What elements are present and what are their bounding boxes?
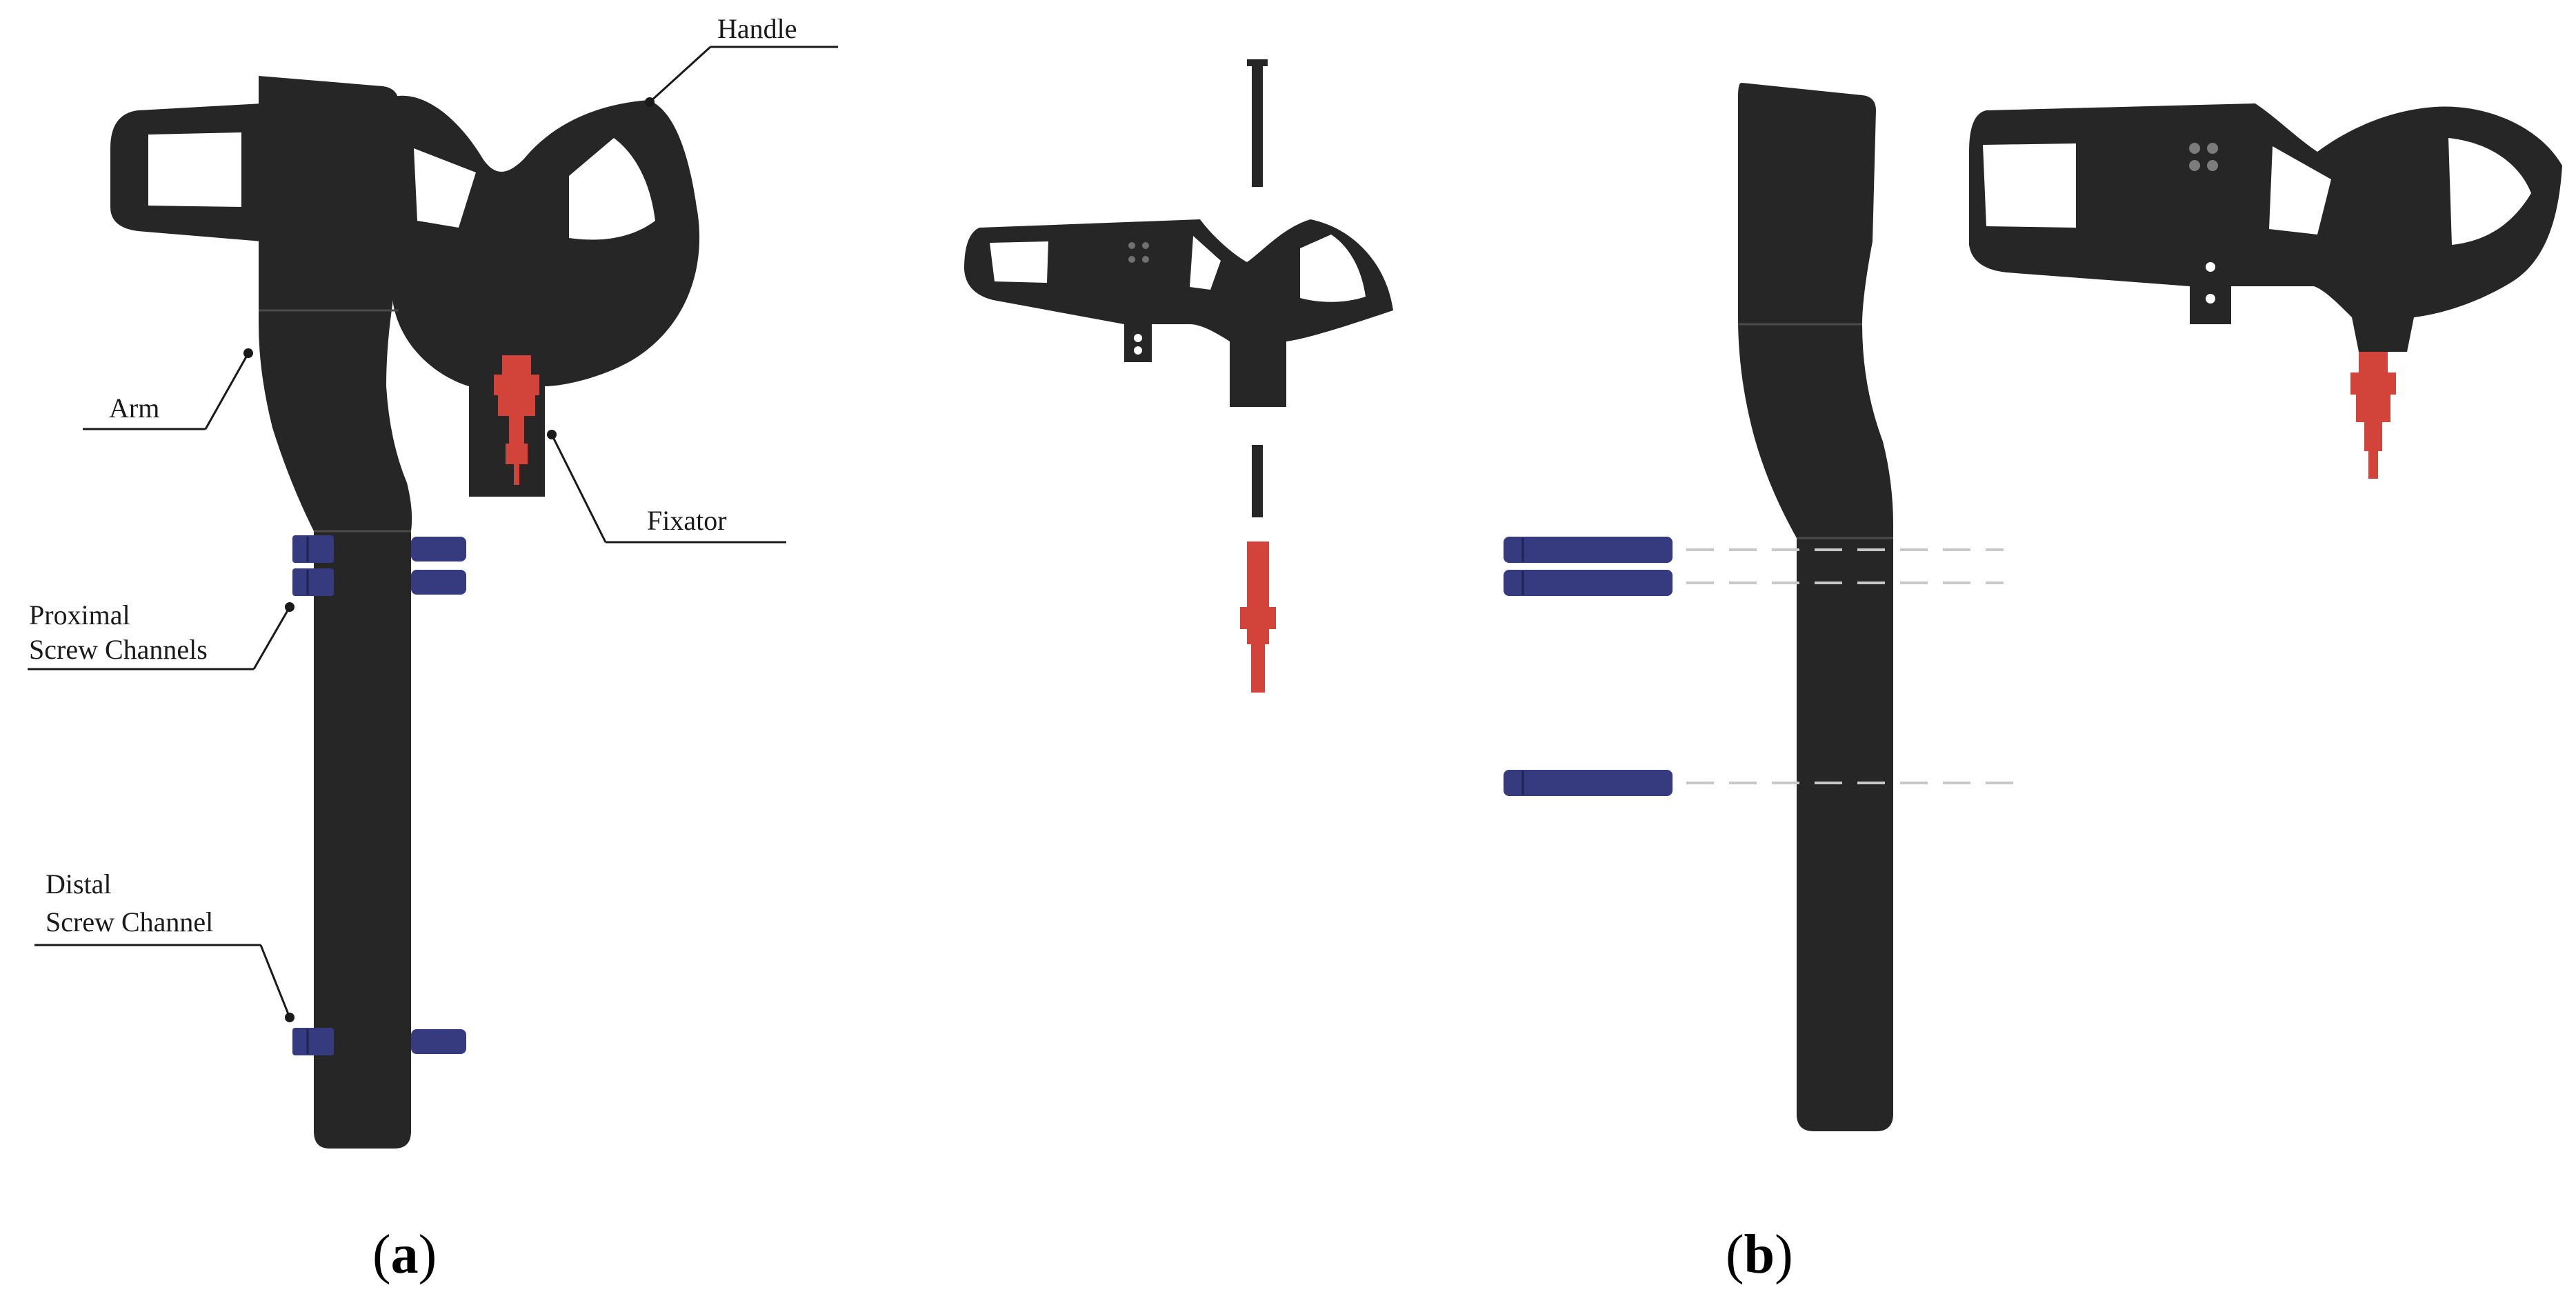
callout-distal: Distal Screw Channel	[34, 868, 294, 1022]
proximal-screws-b	[1504, 537, 1673, 596]
callout-fixator: Fixator	[547, 430, 786, 544]
callout-distal-line1: Distal	[46, 868, 112, 900]
handle-right-horns	[393, 95, 700, 497]
exploded-handle-body	[964, 219, 1393, 407]
exploded-bottom-screw-shaft	[1252, 445, 1263, 517]
callout-distal-line2: Screw Channel	[46, 906, 213, 937]
exploded-fixator	[1240, 541, 1276, 693]
screw-guide-lines	[1686, 548, 2017, 784]
panel-b-label: (b)	[1726, 1224, 1793, 1285]
callout-arm: Arm	[83, 348, 253, 430]
fixator-b	[2350, 352, 2396, 479]
fixator-a	[494, 355, 539, 485]
callout-handle-text: Handle	[717, 13, 797, 44]
callout-proximal-line2: Screw Channels	[29, 634, 208, 665]
distal-screw-a	[292, 1028, 466, 1055]
panel-a: Handle Arm Fixator Proximal Screw Channe…	[28, 13, 838, 1285]
callout-fixator-text: Fixator	[647, 505, 727, 536]
exploded-top-screw-shaft	[1252, 66, 1263, 187]
callout-proximal-line1: Proximal	[29, 599, 130, 630]
callout-arm-text: Arm	[109, 392, 159, 424]
handle-left-wing	[110, 103, 262, 241]
arm-body	[259, 76, 412, 1149]
panel-a-label: (a)	[372, 1224, 437, 1285]
proximal-screws-a	[292, 535, 466, 596]
callout-handle: Handle	[645, 13, 838, 107]
panel-b: (b)	[1504, 83, 2562, 1285]
exploded-handle	[964, 59, 1393, 693]
arm-body-b	[1738, 83, 1893, 1131]
distal-screw-b	[1504, 770, 1673, 796]
callout-proximal: Proximal Screw Channels	[28, 599, 294, 670]
exploded-top-screw-head	[1247, 59, 1268, 66]
handle-b	[1969, 103, 2562, 352]
